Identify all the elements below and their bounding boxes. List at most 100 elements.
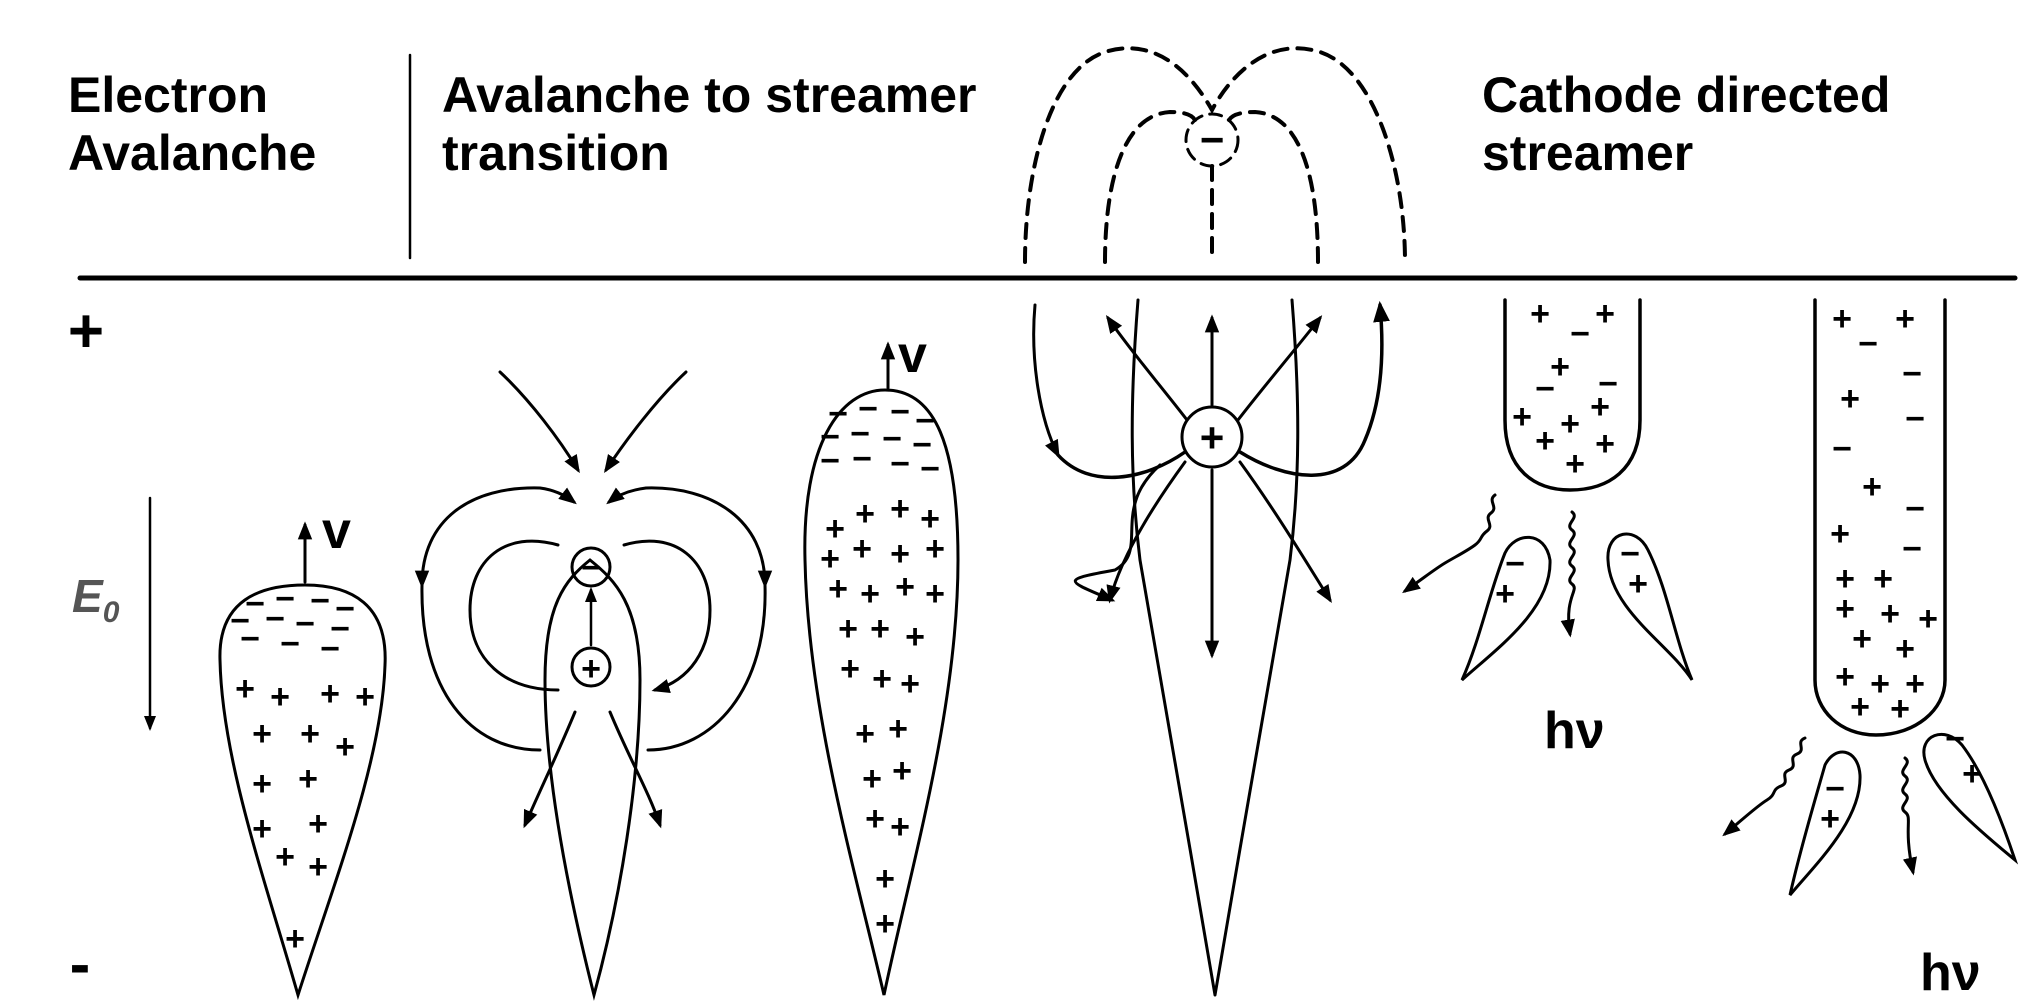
streamer-5-charge: +	[1530, 295, 1550, 333]
streamer-6-charge: +	[1895, 300, 1915, 338]
avalanche-1-charge: +	[300, 715, 320, 753]
dipole-2-charge: −	[581, 549, 601, 587]
streamer-6-charge: −	[1902, 355, 1922, 393]
streamer-4-envelope	[1132, 300, 1298, 995]
secondary-avalanche-6-right	[1924, 734, 2015, 860]
avalanche-3-charge: +	[900, 665, 920, 703]
avalanche-3-charge: +	[852, 530, 872, 568]
streamer-6-charge: −	[1905, 490, 1925, 528]
dipole-2-charge: +	[581, 650, 601, 688]
streamer-6-charge: −	[1905, 400, 1925, 438]
streamer-6-charge: +	[1840, 380, 1860, 418]
velocity-label-3: v	[898, 326, 927, 384]
streamer-6-charge: +	[1880, 595, 1900, 633]
avalanche-3-charge: +	[905, 618, 925, 656]
streamer-5-charge: +	[1495, 575, 1515, 613]
avalanche-3-charge: +	[855, 495, 875, 533]
streamer-5-charge: +	[1595, 425, 1615, 463]
avalanche-1-charge: +	[270, 678, 290, 716]
avalanche-3-charge: +	[865, 800, 885, 838]
outflow-arrow-left	[525, 712, 575, 825]
streamer-5-charge: +	[1590, 388, 1610, 426]
avalanche-1-charge: +	[235, 670, 255, 708]
avalanche-3-charge: +	[890, 808, 910, 846]
inflow-arrow-left	[500, 372, 578, 470]
streamer-5-charge: +	[1565, 445, 1585, 483]
streamer-6-charge: +	[1918, 600, 1938, 638]
avalanche-3-charge: +	[895, 568, 915, 606]
streamer-6-charge: −	[1945, 720, 1965, 758]
avalanche-3-charge: −	[852, 440, 872, 478]
avalanche-1-charge: +	[285, 920, 305, 958]
field-loop-left-outer	[422, 488, 574, 585]
streamer-6-charge: +	[1890, 690, 1910, 728]
field-line-4-e	[1110, 462, 1185, 600]
field-label-letter: E	[72, 570, 104, 622]
avalanche-3-charge: +	[892, 752, 912, 790]
streamer-6-charge: +	[1862, 468, 1882, 506]
avalanche-1-charge: +	[308, 848, 328, 886]
avalanche-1-charge: +	[320, 675, 340, 713]
field-line-4-a	[1034, 305, 1058, 455]
avalanche-3-charge: +	[875, 905, 895, 943]
streamer-5-charge: −	[1535, 370, 1555, 408]
avalanche-1-charge: +	[252, 765, 272, 803]
avalanche-3-charge: +	[828, 570, 848, 608]
streamer-6-charge: +	[1832, 300, 1852, 338]
avalanche-3-charge: +	[872, 660, 892, 698]
field-line-4-a2	[1058, 452, 1185, 477]
avalanche-3-charge: +	[925, 530, 945, 568]
avalanche-1-charge: +	[298, 760, 318, 798]
avalanche-1-charge: −	[240, 620, 260, 658]
streamer-6-charge: +	[1850, 688, 1870, 726]
charge-glyphs: −−−−−−−−−−−++++++++++++++−+−−−−−−−−−−−−+…	[230, 116, 1982, 958]
avalanche-3-charge: −	[920, 450, 940, 488]
streamer-5-charge: +	[1512, 398, 1532, 436]
streamer-6-charge: +	[1962, 755, 1982, 793]
streamer-5-charge: −	[1570, 315, 1590, 353]
streamer-5-charge: +	[1595, 295, 1615, 333]
avalanche-3-charge: +	[855, 715, 875, 753]
inflow-arrow-right	[606, 372, 686, 470]
avalanche-1-charge: +	[252, 810, 272, 848]
field-loop-left-outer-b	[422, 585, 540, 750]
dipole-4-charge: +	[1200, 414, 1225, 461]
streamer-6-charge: −	[1832, 430, 1852, 468]
photon-label-6: hν	[1920, 944, 1981, 1002]
avalanche-1-charge: −	[320, 630, 340, 668]
avalanche-3-charge: +	[875, 860, 895, 898]
streamer-6-charge: +	[1820, 800, 1840, 838]
anode-sign: +	[68, 297, 104, 366]
dipole-4-charge: −	[1200, 116, 1225, 163]
avalanche-1-charge: +	[308, 805, 328, 843]
field-label: E0	[72, 570, 120, 629]
photon-wave-5-center	[1569, 512, 1575, 634]
avalanche-3-charge: +	[860, 575, 880, 613]
photon-wave-6-left	[1725, 738, 1805, 834]
field-label-subscript: 0	[103, 596, 120, 629]
avalanche-1-charge: +	[335, 728, 355, 766]
avalanche-3-charge: +	[870, 610, 890, 648]
streamer-6-charge: +	[1895, 630, 1915, 668]
streamer-6-charge: +	[1873, 560, 1893, 598]
streamer-6-charge: +	[1870, 665, 1890, 703]
outflow-arrow-right	[610, 712, 660, 825]
avalanche-1-charge: +	[275, 838, 295, 876]
cathode-sign: -	[70, 930, 91, 999]
field-line-4-c	[1108, 318, 1187, 420]
avalanche-3-charge: −	[820, 442, 840, 480]
streamer-5-charge: +	[1535, 422, 1555, 460]
avalanche-1-charge: −	[280, 625, 300, 663]
photon-label-5: hν	[1544, 702, 1605, 760]
field-loop-right-inner	[624, 541, 710, 690]
avalanche-3-charge: +	[888, 710, 908, 748]
field-line-4-d	[1238, 318, 1320, 420]
streamer-6-charge: +	[1852, 620, 1872, 658]
avalanche-3-charge: +	[840, 650, 860, 688]
photon-wave-6-center	[1903, 758, 1913, 872]
avalanche-1-charge: +	[252, 715, 272, 753]
field-line-4-f	[1240, 462, 1330, 600]
avalanche-1-charge: +	[355, 678, 375, 716]
avalanche-3-charge: +	[890, 490, 910, 528]
